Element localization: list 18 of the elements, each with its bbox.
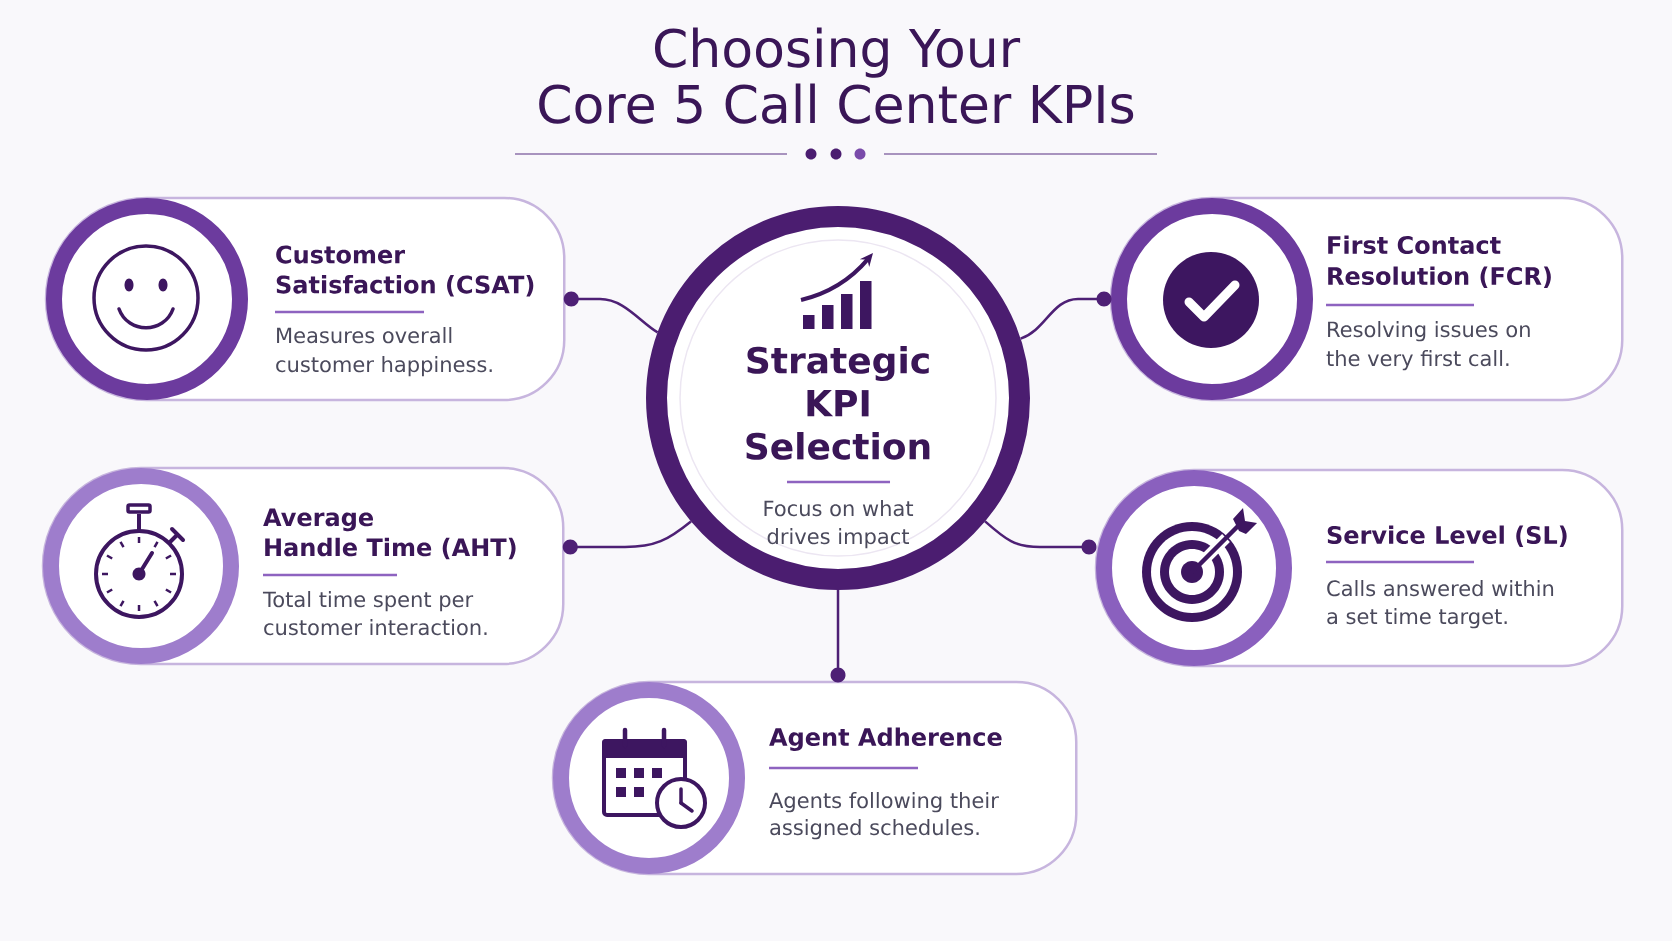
connector-line [984,520,1097,555]
card-title: First Contact Resolution (FCR) [1328,235,1551,288]
connector-line [1020,291,1112,340]
card-text: Calls answered within a set time target. [1327,580,1554,629]
card-text: Resolving issues on the very first call. [1326,321,1530,371]
hub-title: Strategic KPI Selection [746,346,930,460]
title: Choosing Your Core 5 Call Center KPIs [539,27,1134,124]
card-title: Average Handle Time (AHT) [263,508,516,560]
card-text: Total time spent per customer interaction. [262,591,487,636]
connector-line [562,520,692,555]
connector-line [830,590,846,683]
hub-subtitle: Focus on what drives impact [764,500,914,549]
card-title: Service Level (SL) [1327,525,1567,547]
card-text: Agents following their assigned schedules. [769,792,999,840]
connector-line [563,291,659,334]
card-title: Agent Adherence [769,727,1002,751]
card-title: Customer Satisfaction (CSAT) [276,245,534,297]
card-text: Measures overall customer happiness. [276,327,492,377]
